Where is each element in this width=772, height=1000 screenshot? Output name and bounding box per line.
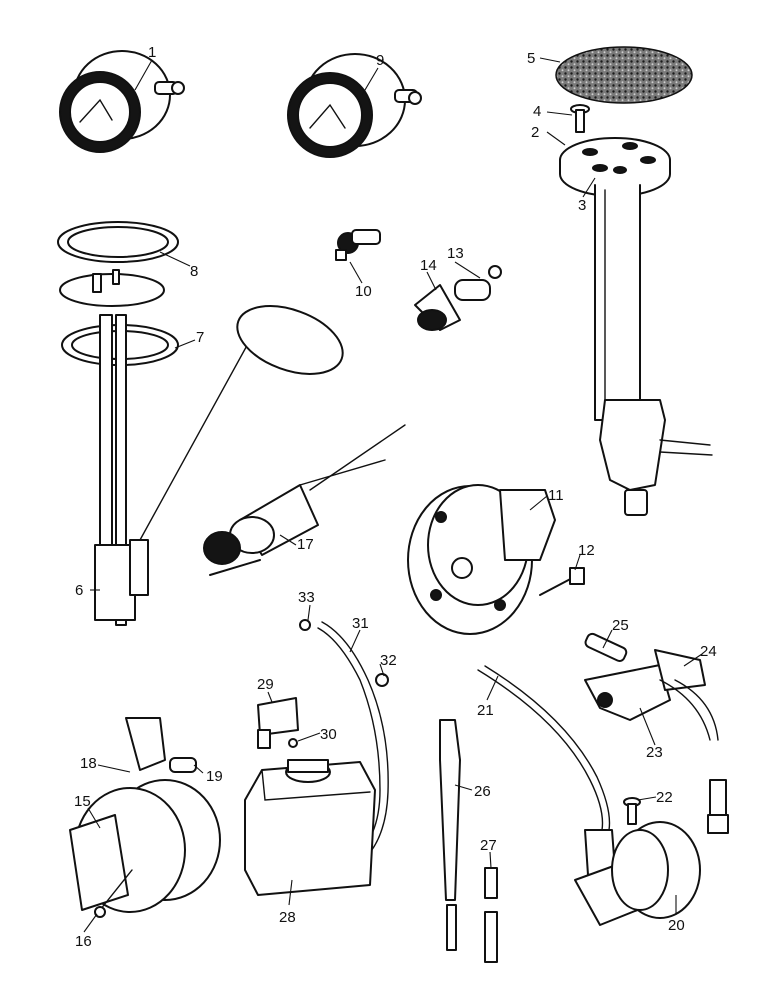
callout-27: 27 [480,837,497,854]
callout-2: 2 [531,124,539,141]
gasket-upper [57,221,179,263]
callout-16: 16 [75,933,92,950]
gauge-9 [287,53,422,158]
callout-32: 32 [380,652,397,669]
callout-13: 13 [447,245,464,262]
gauge-1 [59,50,185,153]
fuel-sender-unit [59,269,344,626]
callout-numbers: 1 2 3 4 5 6 7 8 9 10 11 12 13 14 15 16 1… [74,44,717,950]
callout-22: 22 [656,789,673,806]
screw [570,104,590,133]
callout-28: 28 [279,909,296,926]
callout-10: 10 [355,283,372,300]
wiper-motor [574,821,701,926]
callout-33: 33 [298,589,315,606]
callout-26: 26 [474,783,491,800]
horn-motor [69,717,221,918]
wiper-blade [484,867,498,963]
callout-12: 12 [578,542,595,559]
bolt-22 [623,797,641,825]
callout-14: 14 [420,257,437,274]
callout-4: 4 [533,103,541,120]
callout-29: 29 [257,676,274,693]
callout-20: 20 [668,917,685,934]
callout-3: 3 [578,197,586,214]
leader-lines [83,57,703,933]
screw-30 [288,738,298,748]
switch-10 [335,229,381,261]
callout-7: 7 [196,329,204,346]
washer-pump [584,632,719,741]
callout-11: 11 [548,487,564,504]
callout-30: 30 [320,726,337,743]
callout-25: 25 [612,617,629,634]
filler-neck-assembly [559,137,713,516]
filter-pad [555,46,693,104]
callout-5: 5 [527,50,535,67]
bulb-holder [414,265,502,331]
callout-31: 31 [352,615,369,632]
bracket [257,697,299,749]
callout-15: 15 [74,793,91,810]
callout-1: 1 [148,44,156,61]
callout-6: 6 [75,582,83,599]
hose-connector [707,779,729,834]
callout-17: 17 [297,536,314,553]
callout-18: 18 [80,755,97,772]
temperature-sender [203,424,406,576]
wiper-arm [439,719,461,951]
callout-23: 23 [646,744,663,761]
callout-24: 24 [700,643,717,660]
wiper-motor-housing [407,484,585,635]
callout-9: 9 [376,52,384,69]
washer-reservoir [244,759,376,896]
callout-8: 8 [190,263,198,280]
wiper-drive-cable [477,665,611,831]
callout-19: 19 [206,768,223,785]
callout-21: 21 [477,702,494,719]
